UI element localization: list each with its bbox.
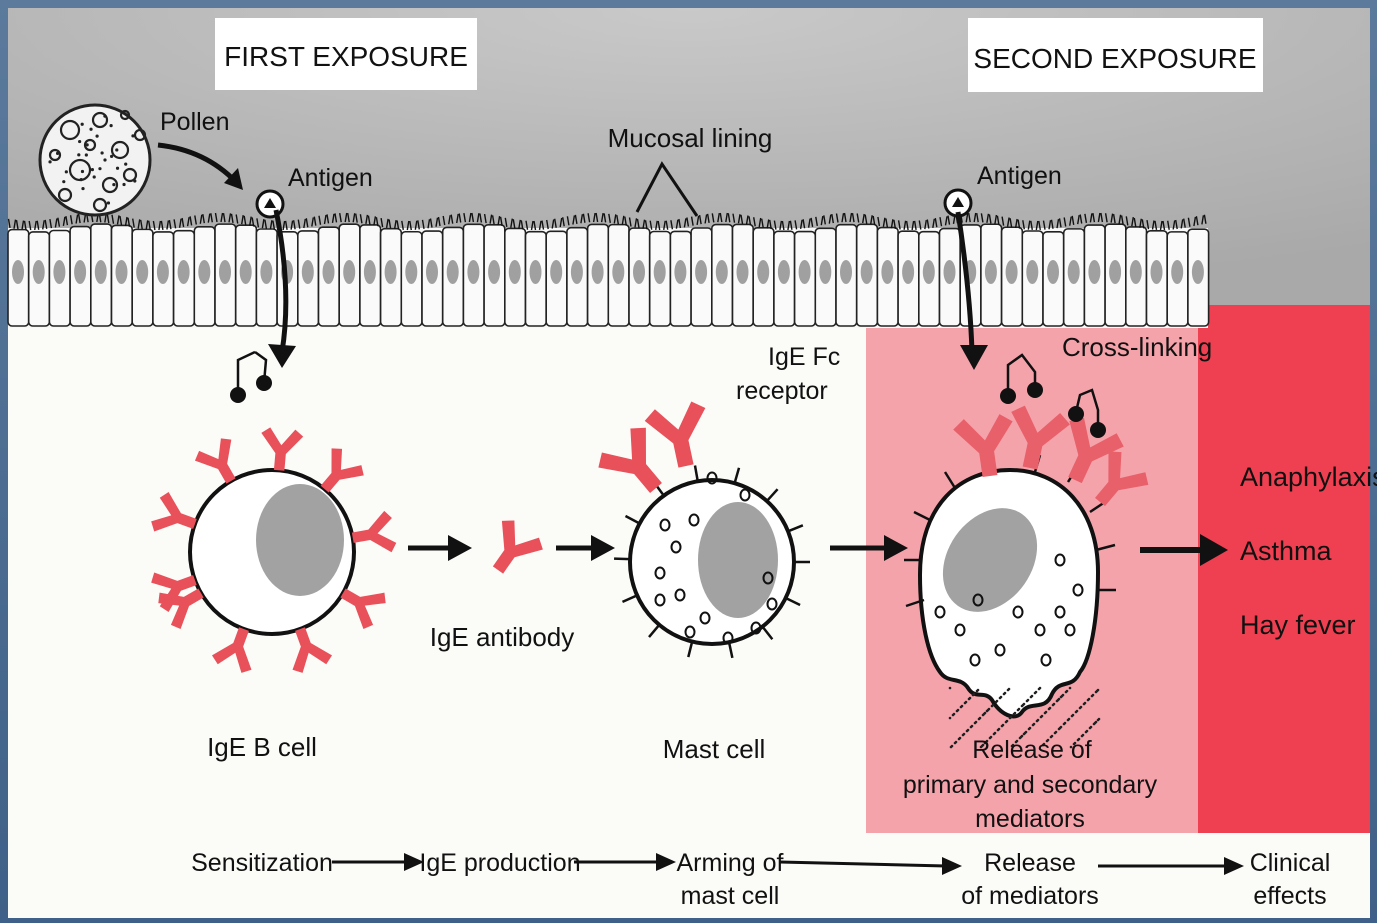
timeline-step-1: Sensitization	[191, 849, 333, 877]
first-exposure-title: FIRST EXPOSURE	[224, 41, 468, 72]
epithelial-cell	[774, 221, 795, 326]
epithelial-cell	[877, 217, 898, 326]
second-exposure-title: SECOND EXPOSURE	[973, 43, 1256, 74]
timeline-step-5-line1: Clinical	[1250, 849, 1331, 877]
epithelial-cell	[8, 219, 29, 326]
timeline-step-4-line2: of mediators	[961, 882, 1099, 910]
epithelial-cell	[381, 218, 402, 326]
epithelial-cell	[795, 218, 816, 326]
outcome-asthma: Asthma	[1240, 536, 1333, 566]
epithelial-cell	[112, 215, 133, 326]
epithelial-cell	[546, 217, 567, 326]
antigen-second-label: Antigen	[977, 162, 1062, 190]
release-label-3: mediators	[975, 805, 1085, 833]
epithelial-cell	[1084, 213, 1105, 326]
pollen-label: Pollen	[160, 108, 230, 136]
epithelial-cell	[401, 220, 422, 326]
timeline-step-2: IgE production	[419, 849, 580, 877]
epithelial-cell	[567, 214, 588, 326]
epithelial-cell	[1022, 220, 1043, 326]
timeline-step-3-line2: mast cell	[681, 882, 780, 910]
epithelial-cell	[1043, 218, 1064, 326]
epithelial-cell	[650, 221, 671, 326]
epithelial-cell	[339, 213, 360, 326]
epithelial-cell	[919, 218, 940, 326]
epithelial-cell	[1147, 220, 1168, 326]
epithelial-cell	[463, 213, 484, 326]
epithelial-cell	[526, 221, 547, 326]
epithelial-cell	[132, 219, 153, 326]
epithelial-cell	[857, 214, 878, 326]
epithelial-cell	[670, 218, 691, 326]
epithelial-cell	[1002, 217, 1023, 326]
epithelial-cell	[629, 218, 650, 326]
epithelial-cell	[153, 220, 174, 326]
epithelial-cell	[49, 216, 70, 326]
cross-linking-label: Cross-linking	[1062, 332, 1212, 362]
release-label-2: primary and secondary	[903, 771, 1158, 799]
epithelial-cell	[174, 216, 195, 326]
epithelial-cell	[484, 214, 505, 326]
mast-cell-label: Mast cell	[663, 734, 766, 764]
epithelial-cell	[940, 214, 961, 326]
timeline-step-3-line1: Arming of	[677, 849, 784, 877]
epithelial-cell	[1188, 215, 1209, 326]
fc-receptor-label-1: IgE Fc	[768, 343, 840, 371]
mucosal-epithelium	[8, 213, 1209, 328]
epithelial-cell	[422, 217, 443, 326]
timeline-step-5-line2: effects	[1253, 882, 1326, 910]
epithelial-cell	[194, 213, 215, 326]
timeline-step-4-line1: Release	[984, 849, 1076, 877]
epithelial-cell	[981, 213, 1002, 326]
outcome-hay-fever: Hay fever	[1240, 610, 1356, 640]
epithelial-cell	[91, 213, 112, 326]
epithelial-cell	[815, 214, 836, 326]
epithelial-cell	[256, 218, 277, 326]
ige-b-cell-label: IgE B cell	[207, 732, 317, 762]
epithelial-cell	[505, 218, 526, 326]
epithelial-cell	[236, 214, 257, 326]
epithelial-cell	[608, 214, 629, 326]
fc-receptor-label-2: receptor	[736, 377, 828, 405]
epithelial-cell	[712, 213, 733, 326]
epithelial-cell	[215, 213, 236, 326]
epithelial-cell	[1126, 216, 1147, 326]
epithelial-cell	[1064, 214, 1085, 326]
clinical-effects-highlight	[1198, 305, 1370, 833]
epithelial-cell	[1167, 219, 1188, 326]
epithelial-cell	[319, 213, 340, 326]
antigen-first-label: Antigen	[288, 164, 373, 192]
epithelial-cell	[1105, 213, 1126, 326]
epithelial-cell	[298, 217, 319, 326]
mucosal-lining-label: Mucosal lining	[608, 123, 773, 153]
ige-antibody-label: IgE antibody	[430, 622, 575, 652]
outcome-anaphylaxis: Anaphylaxis	[1240, 462, 1377, 492]
release-label-1: Release of	[972, 736, 1092, 764]
epithelial-cell	[753, 217, 774, 326]
epithelial-cell	[733, 214, 754, 326]
pollen-grain	[40, 105, 150, 215]
epithelial-cell	[588, 213, 609, 326]
epithelial-cell	[836, 213, 857, 326]
epithelial-cell	[898, 220, 919, 326]
epithelial-cell	[70, 213, 91, 326]
epithelial-cell	[443, 214, 464, 326]
epithelial-cell	[360, 214, 381, 326]
epithelial-cell	[29, 220, 50, 326]
epithelial-cell	[691, 214, 712, 326]
